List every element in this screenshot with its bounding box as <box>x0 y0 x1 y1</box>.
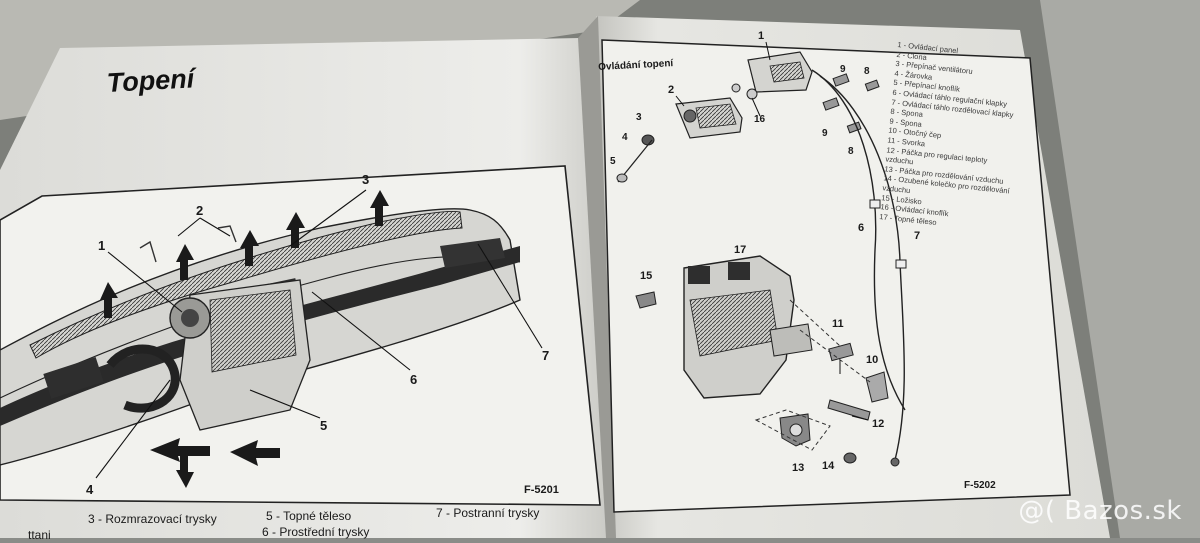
left-caption-7: 7 - Postranní trysky <box>436 506 540 520</box>
right-callout-8a: 8 <box>864 66 870 77</box>
right-callout-16: 16 <box>754 114 766 125</box>
left-callout-7: 7 <box>542 348 550 363</box>
right-callout-9a: 9 <box>840 64 846 75</box>
right-callout-13: 13 <box>792 462 805 474</box>
left-caption-5: 5 - Topné těleso <box>266 509 352 523</box>
right-callout-17: 17 <box>734 244 747 256</box>
right-legend: 1 - Ovládací panel 2 - Clona 3 - Přepína… <box>879 40 1027 235</box>
right-callout-6: 6 <box>858 222 865 234</box>
left-callout-5: 5 <box>320 418 328 433</box>
right-callout-10: 10 <box>866 354 879 366</box>
right-callout-11: 11 <box>832 318 844 330</box>
right-callout-2: 2 <box>668 84 675 96</box>
left-caption-6: 6 - Prostřední trysky <box>262 525 370 539</box>
left-callout-6: 6 <box>410 372 418 387</box>
right-callout-1: 1 <box>758 30 765 42</box>
right-callout-12: 12 <box>872 418 885 430</box>
right-callout-15: 15 <box>640 270 653 282</box>
left-callout-3: 3 <box>362 172 370 187</box>
left-page-title: Topení <box>106 63 195 98</box>
right-callout-14: 14 <box>822 460 835 472</box>
left-caption-3: 3 - Rozmrazovací trysky <box>88 512 217 526</box>
left-callout-2: 2 <box>196 203 204 218</box>
right-callout-5: 5 <box>610 156 616 167</box>
right-callout-7: 7 <box>914 230 921 242</box>
left-caption-fragment: ttani <box>28 528 51 542</box>
right-callout-9b: 9 <box>822 128 828 139</box>
left-figure-id: F-5201 <box>524 484 559 496</box>
watermark: @( Bazos.sk <box>1018 496 1182 526</box>
right-callout-8b: 8 <box>848 146 854 157</box>
right-callout-4: 4 <box>622 132 628 143</box>
right-callout-3: 3 <box>636 112 642 123</box>
left-callout-1: 1 <box>98 238 106 253</box>
left-callout-4: 4 <box>86 482 94 497</box>
right-figure-id: F-5202 <box>964 480 996 491</box>
